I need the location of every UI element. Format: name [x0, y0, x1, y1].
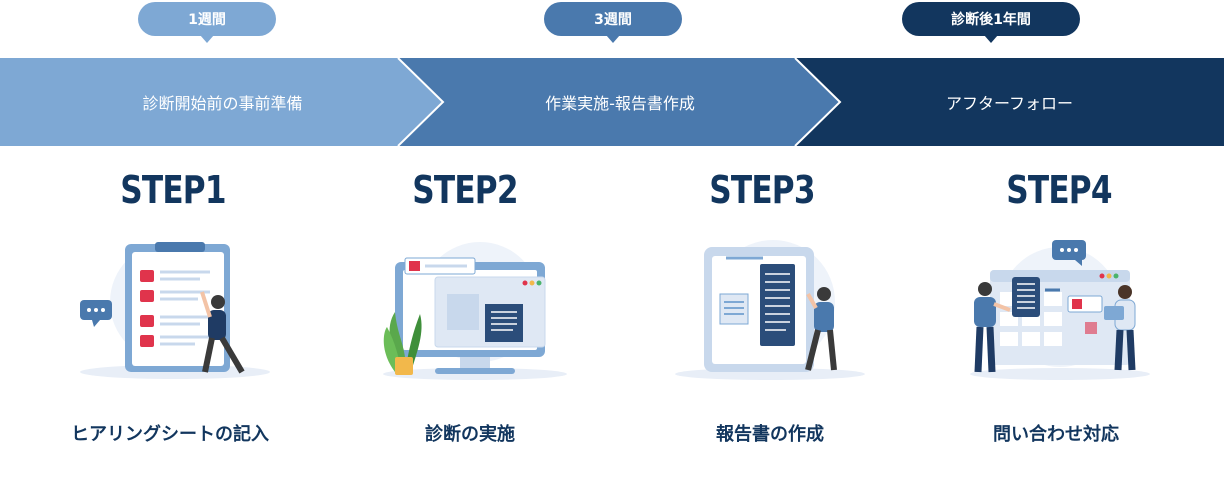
step-caption-1: ヒアリングシートの記入 — [71, 424, 269, 445]
phase-label-2: 作業実施-報告書作成 — [545, 94, 695, 113]
phase-arrow-2 — [398, 58, 840, 146]
step-caption-4: 問い合わせ対応 — [993, 424, 1119, 445]
step-title-3: STEP3 — [709, 168, 815, 212]
step-caption-3: 報告書の作成 — [716, 424, 824, 445]
checklist-icon — [80, 242, 270, 379]
phase-arrow-1 — [0, 58, 443, 146]
step-title-1: STEP1 — [120, 168, 226, 212]
phase-band — [0, 58, 1224, 146]
report-icon — [675, 240, 865, 380]
support-icon — [970, 240, 1150, 380]
duration-bubble-1: 1週間 — [138, 2, 276, 43]
monitor-icon — [383, 242, 567, 380]
phase-arrow-3 — [795, 58, 1224, 146]
phase-label-3: アフターフォロー — [945, 94, 1074, 113]
phase-label-1: 診断開始前の事前準備 — [142, 94, 303, 113]
step-title-2: STEP2 — [412, 168, 518, 212]
duration-bubble-2: 3週間 — [544, 2, 682, 43]
duration-bubble-3: 診断後1年間 — [902, 2, 1080, 43]
step-caption-2: 診断の実施 — [425, 424, 515, 445]
step-title-4: STEP4 — [1006, 168, 1112, 212]
